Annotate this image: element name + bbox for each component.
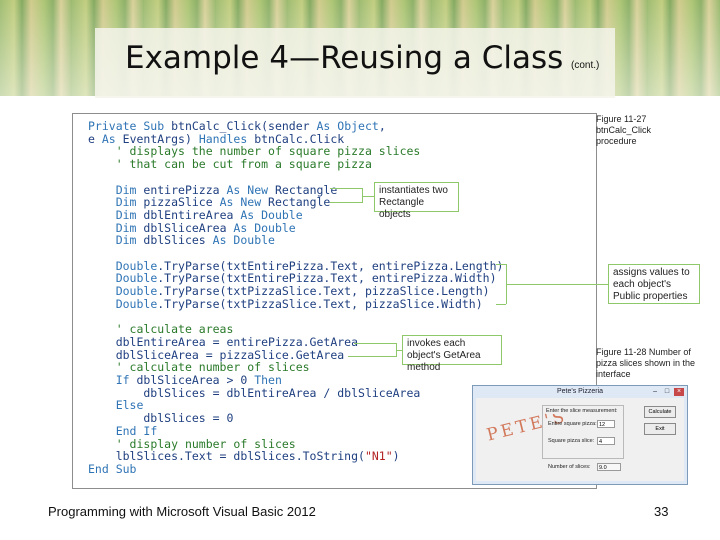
callout-instantiates: instantiates two Rectangle objects: [374, 182, 459, 220]
callout-connector: [496, 264, 506, 265]
close-button[interactable]: ×: [674, 388, 684, 396]
minimize-button[interactable]: –: [653, 388, 658, 395]
callout-connector: [330, 202, 362, 203]
callout-connector: [362, 196, 374, 197]
slide-footer: Programming with Microsoft Visual Basic …: [48, 504, 316, 519]
figure-caption-11-28: Figure 11-28 Number of pizza slices show…: [596, 347, 696, 379]
callout-invokes: invokes each object's GetArea method: [402, 335, 502, 373]
callout-connector: [354, 343, 396, 344]
callout-connector: [496, 304, 506, 305]
callout-connector: [330, 188, 362, 189]
number-of-slices-label: Number of slices:: [548, 464, 591, 470]
page-number: 33: [654, 504, 669, 519]
code-listing: Private Sub btnCalc_Click(sender As Obje…: [88, 119, 504, 476]
callout-connector: [506, 284, 608, 285]
exit-button[interactable]: Exit: [644, 423, 676, 435]
title-panel: [95, 28, 615, 98]
pizza-slice-input[interactable]: 4: [597, 437, 615, 445]
window-client-area: PETE'S Enter the slice measurement: Enti…: [476, 398, 684, 481]
figure-caption-11-27: Figure 11-27 btnCalc_Click procedure: [596, 114, 652, 146]
window-title-bar: Pete's Pizzeria – □ ×: [473, 386, 687, 398]
entire-pizza-label: Entire square pizza:: [548, 421, 597, 427]
petes-pizzeria-window: Pete's Pizzeria – □ × PETE'S Enter the s…: [472, 385, 688, 485]
callout-connector: [348, 356, 396, 357]
calculate-button[interactable]: Calculate: [644, 406, 676, 418]
callout-assigns: assigns values to each object's Public p…: [608, 264, 700, 304]
callout-connector-vertical: [362, 188, 363, 203]
number-of-slices-output: 9.0: [597, 463, 621, 471]
entire-pizza-input[interactable]: 12: [597, 420, 615, 428]
slide-title-suffix: (cont.): [571, 60, 600, 71]
measurement-group-label: Enter the slice measurement:: [546, 408, 618, 414]
callout-connector: [396, 350, 402, 351]
window-controls: – □ ×: [650, 388, 684, 396]
measurement-group: [542, 405, 624, 459]
slide-title: Example 4—Reusing a Class: [125, 40, 564, 76]
pizza-slice-label: Square pizza slice:: [548, 438, 595, 444]
window-title: Pete's Pizzeria: [556, 388, 604, 395]
maximize-button[interactable]: □: [664, 388, 670, 395]
